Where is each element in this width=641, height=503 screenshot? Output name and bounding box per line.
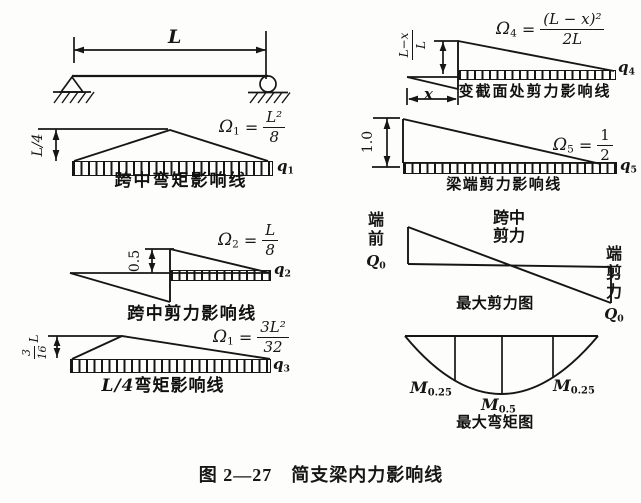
- height-label-L4: L/4: [30, 133, 46, 157]
- quarter-moment-lines: [48, 336, 270, 359]
- caption-quarter-moment: L/4弯矩影响线: [101, 376, 225, 396]
- caption-max-moment: 最大弯矩图: [456, 414, 534, 431]
- max-shear-lines: [408, 227, 611, 303]
- load-bar-end-shear: [403, 162, 617, 174]
- omega-symbol: Ω4: [496, 19, 517, 40]
- caption-mid-moment: 跨中弯矩影响线: [114, 171, 248, 190]
- dim-arrow-right: [256, 46, 266, 54]
- figure-caption: 图 2—27 简支梁内力影响线: [198, 465, 444, 485]
- roller-support-icon: [248, 76, 290, 103]
- caption-mid-shear: 跨中剪力影响线: [127, 304, 257, 323]
- q0-right-label: Q0: [604, 304, 624, 324]
- pin-support-icon: [53, 77, 94, 103]
- omega-symbol: Ω5: [553, 135, 574, 156]
- max-shear-left-label: 端前 Q0: [362, 212, 390, 271]
- moment-label-right: M0.25: [553, 376, 595, 397]
- max-shear-mid-label: 跨中 剪力: [492, 210, 525, 245]
- omega-symbol: Ω2: [218, 230, 239, 251]
- load-bar-mid-shear: [170, 270, 271, 281]
- beam-sketch: [53, 31, 290, 103]
- height-label-0-5: 0.5: [127, 249, 143, 273]
- moment-label-mid: M0.5: [481, 395, 516, 416]
- caption-end-shear: 梁端剪力影响线: [446, 176, 562, 193]
- moment-label-left: M0.25: [410, 378, 452, 399]
- omega-symbol: Ω1: [213, 327, 234, 348]
- max-shear-right-label: 端剪力 Q0: [600, 246, 628, 324]
- load-bar-var-section: [458, 70, 616, 80]
- load-bar-quarter-moment: [70, 359, 271, 373]
- load-label-q2: q2: [274, 260, 291, 280]
- span-length-label: L: [168, 26, 182, 48]
- max-moment-lines: [405, 336, 598, 394]
- caption-var-section-shear: 变截面处剪力影响线: [458, 83, 612, 100]
- load-label-q4: q4: [618, 58, 635, 78]
- caption-max-shear: 最大剪力图: [456, 295, 534, 312]
- load-bar-mid-moment: [72, 161, 273, 176]
- load-label-q3: q3: [273, 355, 290, 375]
- height-label-1-0: 1.0: [360, 130, 376, 154]
- dim-arrow-left: [74, 46, 84, 54]
- load-label-q1: q1: [277, 157, 294, 177]
- omega-symbol: Ω1: [219, 117, 240, 138]
- q0-left-label: Q0: [366, 251, 386, 272]
- mid-moment-lines: [38, 129, 268, 161]
- x-dim-label: x: [424, 85, 433, 103]
- load-label-q5: q5: [620, 156, 637, 176]
- var-section-shear-lines: [407, 41, 614, 105]
